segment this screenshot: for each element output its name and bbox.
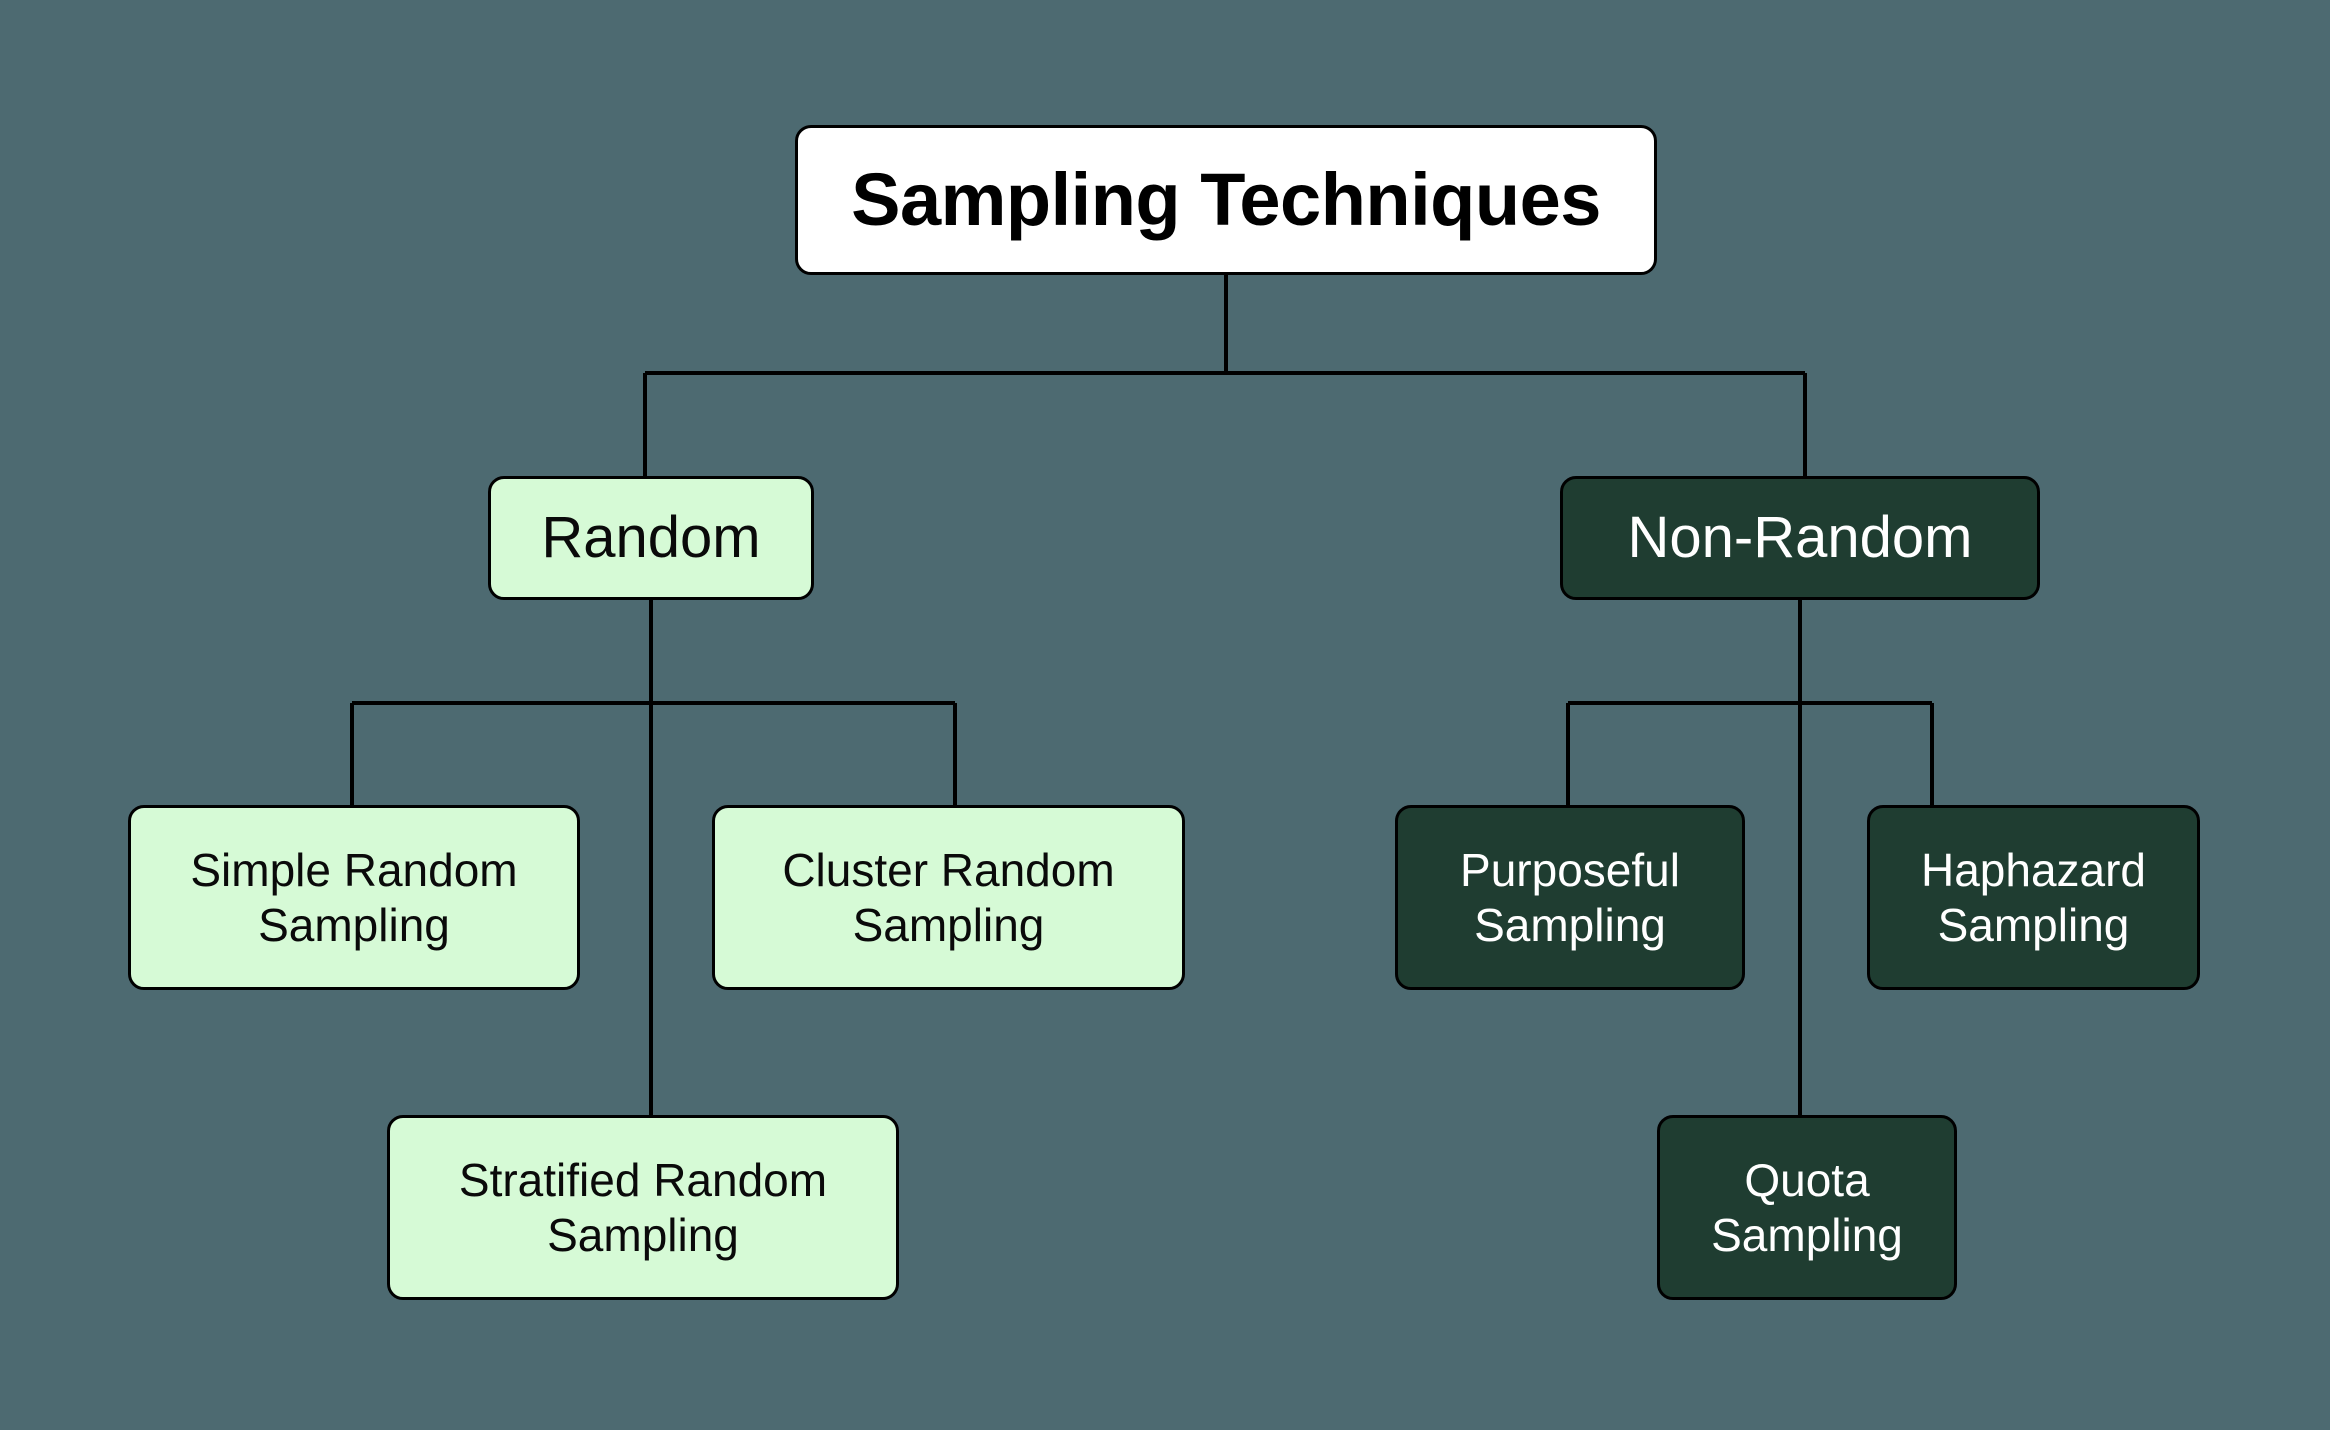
node-non-random[interactable]: Non-Random [1560,476,2040,600]
node-random[interactable]: Random [488,476,814,600]
node-cluster-random-sampling-label: Cluster Random Sampling [782,844,1115,951]
node-random-label: Random [541,504,761,570]
node-root-sampling-techniques[interactable]: Sampling Techniques [795,125,1657,275]
node-purposeful-sampling-label: Purposeful Sampling [1460,844,1680,951]
edge-nonrandom-to-children [1566,600,1934,1115]
node-root-label: Sampling Techniques [851,158,1601,242]
node-quota-sampling-label: Quota Sampling [1711,1154,1903,1261]
node-haphazard-sampling[interactable]: Haphazard Sampling [1867,805,2200,990]
node-haphazard-sampling-label: Haphazard Sampling [1920,844,2147,951]
node-simple-random-sampling-label: Simple Random Sampling [190,844,518,951]
node-quota-sampling[interactable]: Quota Sampling [1657,1115,1957,1300]
node-non-random-label: Non-Random [1627,504,1973,570]
node-purposeful-sampling[interactable]: Purposeful Sampling [1395,805,1745,990]
node-simple-random-sampling[interactable]: Simple Random Sampling [128,805,580,990]
node-cluster-random-sampling[interactable]: Cluster Random Sampling [712,805,1185,990]
node-stratified-random-sampling-label: Stratified Random Sampling [458,1154,828,1261]
edge-random-to-children [350,600,957,1115]
node-stratified-random-sampling[interactable]: Stratified Random Sampling [387,1115,899,1300]
edge-root-to-level2 [643,275,1807,476]
